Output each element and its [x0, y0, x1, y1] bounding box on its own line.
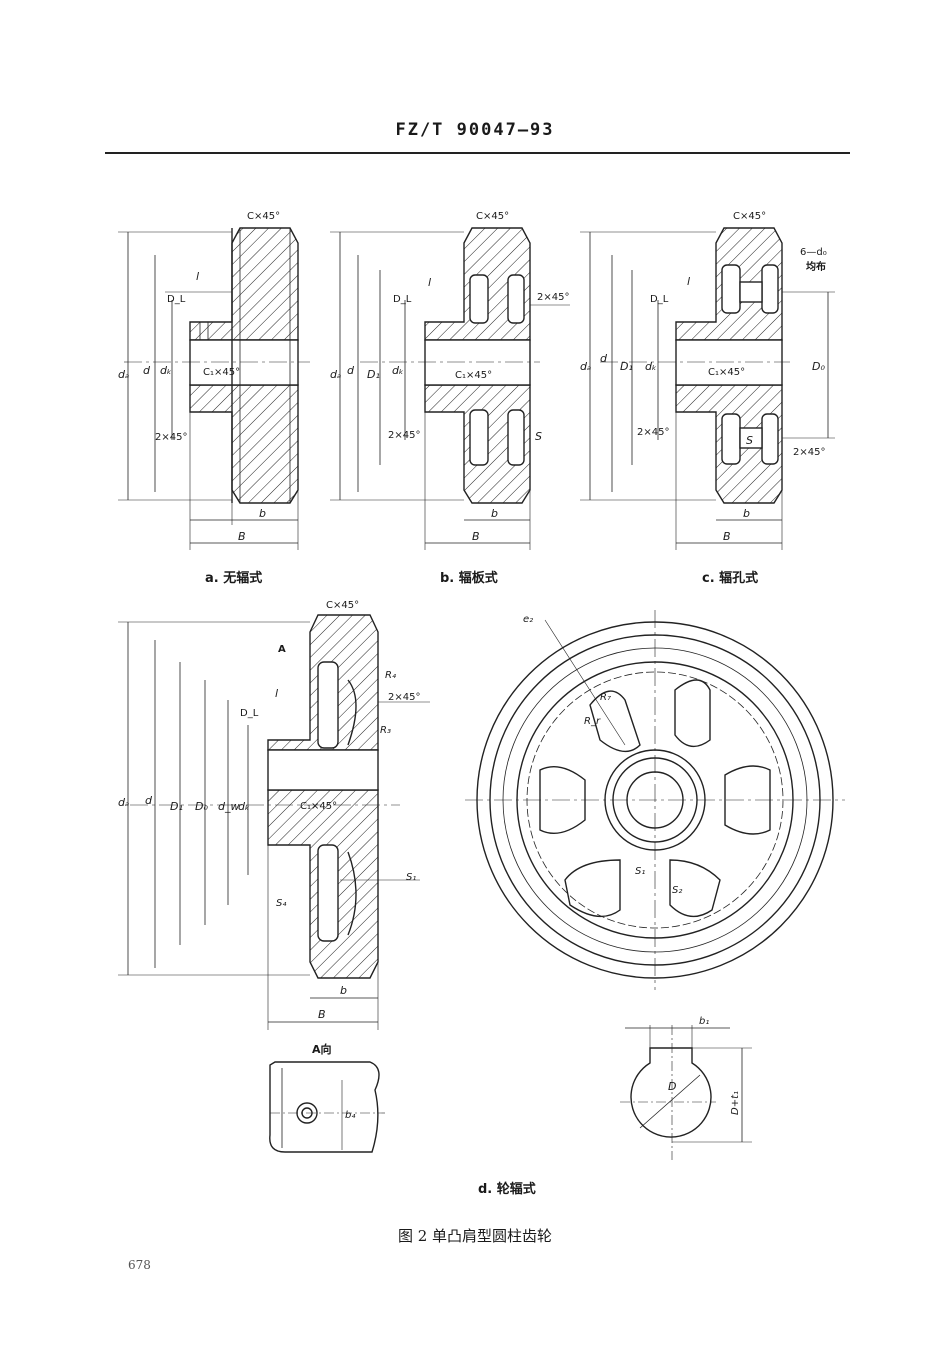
d-b1-label: b₁ — [699, 1016, 709, 1027]
subfigure-b-drawing — [330, 227, 570, 550]
c-d0-label: 6—d₀ — [800, 247, 827, 258]
d-D1-label: D₁ — [170, 800, 183, 813]
b-da-label: dₐ — [330, 368, 341, 381]
a-d-label: d — [143, 364, 151, 377]
d-l-label: l — [275, 687, 278, 700]
d-S1-front-label: S₁ — [635, 866, 645, 877]
b-D1-label: D₁ — [367, 368, 380, 381]
subfigure-a-drawing — [118, 227, 310, 550]
b-dk-label: dₖ — [392, 364, 404, 377]
d-chamfer1-label: C₁×45° — [300, 801, 337, 812]
c-edge-chamfer-right-label: 2×45° — [793, 447, 825, 458]
a-edge-chamfer-label: 2×45° — [155, 432, 187, 443]
a-DL-label: D_L — [167, 294, 186, 305]
d-R4-label: R₄ — [385, 670, 396, 681]
c-S-label: S — [746, 434, 753, 447]
a-chamfer-label: C×45° — [247, 211, 280, 222]
d-da-label: dₐ — [118, 796, 129, 809]
b-edge-chamfer-label: 2×45° — [388, 430, 420, 441]
d-wheel-front-view — [465, 610, 845, 990]
c-D0-label: D₀ — [812, 360, 825, 373]
subfigure-c-drawing — [580, 227, 835, 550]
figure-caption: 图 2 单凸肩型圆柱齿轮 — [397, 1227, 553, 1245]
d-Dt-label: D+t₁ — [730, 1091, 741, 1115]
b-B-label: B — [472, 530, 480, 543]
d-d-label: d — [145, 794, 153, 807]
c-dk-label: dₖ — [645, 360, 657, 373]
c-l-label: l — [687, 275, 690, 288]
c-edge-chamfer-label: 2×45° — [637, 427, 669, 438]
d-b-label: b — [340, 984, 347, 997]
d-b4-label: b₄ — [345, 1110, 355, 1121]
b-d-label: d — [347, 364, 355, 377]
d-edge-chamfer-label: 2×45° — [388, 692, 420, 703]
c-chamfer-label: C×45° — [733, 211, 766, 222]
d-Rr-label: R_r — [584, 716, 601, 727]
d-S1-label: S₁ — [406, 872, 416, 883]
d-R3-label: R₃ — [380, 725, 391, 736]
b-b-label: b — [491, 507, 498, 520]
a-chamfer1-label: C₁×45° — [203, 367, 240, 378]
d-e2-label: e₂ — [523, 614, 533, 625]
c-chamfer1-label: C₁×45° — [708, 367, 745, 378]
c-da-label: dₐ — [580, 360, 591, 373]
b-l-label: l — [428, 276, 431, 289]
b-DL-label: D_L — [393, 294, 412, 305]
a-b-label: b — [259, 507, 266, 520]
d-D0-label: D₀ — [195, 800, 208, 813]
a-da-label: dₐ — [118, 368, 129, 381]
d-a-view-label: A向 — [312, 1042, 332, 1056]
standard-code-header: FZ/T 90047—93 — [395, 120, 555, 140]
a-l-label: l — [196, 270, 199, 283]
d-dw-label: d_w — [218, 800, 239, 813]
c-B-label: B — [723, 530, 731, 543]
d-Rp-label: R₇ — [600, 692, 611, 703]
d-S4-label: S₄ — [276, 898, 286, 909]
subfigure-d-caption: d. 轮辐式 — [478, 1181, 536, 1197]
subfigure-c-caption: c. 辐孔式 — [702, 570, 758, 586]
d-a-view-drawing — [269, 1061, 385, 1153]
d-dk-label: dₖ — [238, 800, 250, 813]
c-even-label: 均布 — [806, 260, 826, 273]
b-chamfer-label: C×45° — [476, 211, 509, 222]
c-DL-label: D_L — [650, 294, 669, 305]
c-b-label: b — [743, 507, 750, 520]
d-DL-label: D_L — [240, 708, 259, 719]
a-dk-label: dₖ — [160, 364, 172, 377]
subfigure-a-caption: a. 无辐式 — [205, 570, 262, 586]
b-S-label: S — [535, 430, 542, 443]
subfigure-b-caption: b. 辐板式 — [440, 570, 498, 586]
subfigure-d-section-drawing — [118, 614, 430, 1030]
d-A-label: A — [278, 644, 286, 655]
header-rule — [105, 152, 850, 154]
d-keyway-detail — [620, 1025, 752, 1160]
a-B-label: B — [238, 530, 246, 543]
page-number: 678 — [128, 1258, 151, 1272]
b-edge-chamfer-top-label: 2×45° — [537, 292, 569, 303]
b-chamfer1-label: C₁×45° — [455, 370, 492, 381]
d-chamfer-label: C×45° — [326, 600, 359, 611]
d-B-label: B — [318, 1008, 326, 1021]
c-d-label: d — [600, 352, 608, 365]
c-D1-label: D₁ — [620, 360, 633, 373]
d-S2-label: S₂ — [672, 885, 682, 896]
d-D-label: D — [668, 1080, 676, 1093]
